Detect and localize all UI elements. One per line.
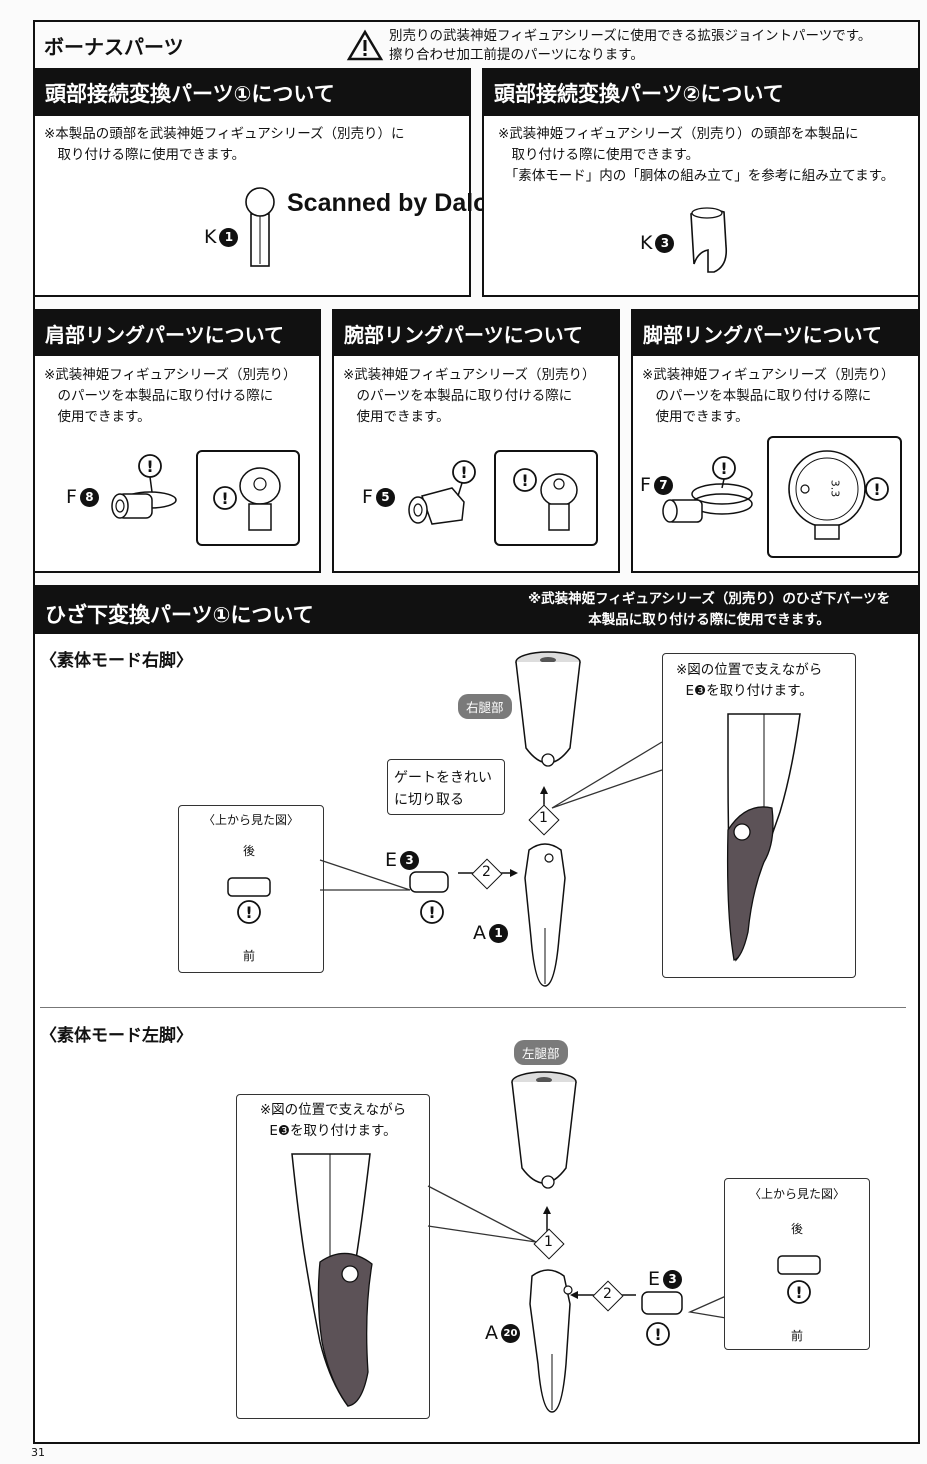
part-number: 3 <box>655 233 675 253</box>
left-front-label: 前 <box>791 1329 804 1343</box>
left-part-a-label: A 20 <box>485 1322 520 1344</box>
step1-number-right: 1 <box>539 810 548 826</box>
right-callout-pointer <box>319 859 411 891</box>
head1-title: 頭部接続変換パーツ①について <box>35 70 469 116</box>
head1-part-label: K 1 <box>204 226 239 248</box>
arm-title: 腕部リングパーツについて <box>334 311 618 356</box>
left-part-e-label: E 3 <box>648 1268 683 1290</box>
leg-part-label: F 7 <box>640 474 673 496</box>
part-number: 8 <box>79 487 99 507</box>
part-number: 3 <box>663 1269 683 1289</box>
svg-text:!: ! <box>428 903 435 922</box>
right-part-a-label: A 1 <box>473 922 508 944</box>
right-hold-note: ※図の位置で支えながら E❸を取り付けます。 <box>676 662 823 699</box>
neck-adapter-part-illustration <box>690 207 728 273</box>
svg-text:!: ! <box>221 489 228 508</box>
left-back-label: 後 <box>791 1222 804 1236</box>
arm-part-label: F 5 <box>362 486 395 508</box>
leg-ring-part-illustration: ! <box>662 456 753 523</box>
part-number: 1 <box>219 227 239 247</box>
svg-text:!: ! <box>795 1283 802 1302</box>
part-number: 3 <box>400 850 420 870</box>
svg-text:!: ! <box>720 459 727 478</box>
step1-number-left: 1 <box>544 1234 553 1250</box>
left-hold-pointer <box>427 1185 537 1243</box>
leg-title: 脚部リングパーツについて <box>633 311 918 356</box>
shoulder-detail-illustration: ! <box>213 467 281 531</box>
head1-note: ※本製品の頭部を武装神姫フィギュアシリーズ（別売り）に 取り付ける際に使用できま… <box>44 126 405 163</box>
left-leg-subtitle: 〈素体モード左脚〉 <box>40 1026 193 1046</box>
right-front-label: 前 <box>243 949 256 963</box>
part-number: 1 <box>489 923 508 943</box>
part-letter: K <box>640 232 653 254</box>
left-lower-leg-illustration <box>529 1269 573 1413</box>
step2-number-right: 2 <box>482 864 491 880</box>
step2-number-left: 2 <box>603 1286 612 1302</box>
head2-part-label: K 3 <box>640 232 675 254</box>
part-letter: E <box>385 849 398 871</box>
right-thigh-illustration <box>515 651 581 767</box>
arm-detail-illustration: ! <box>513 468 578 531</box>
left-top-view-illustration: ! <box>777 1255 821 1304</box>
bonus-title: ボーナスパーツ <box>44 35 184 59</box>
part-number: 7 <box>653 475 673 495</box>
part-letter: F <box>640 474 651 496</box>
knee-title: ひざ下変換パーツ①について <box>35 587 918 634</box>
right-top-view-illustration: ! <box>227 877 271 924</box>
leg-detail-illustration: ! <box>788 450 889 540</box>
shoulder-title: 肩部リングパーツについて <box>35 311 319 356</box>
right-leg-subtitle: 〈素体モード右脚〉 <box>40 651 193 671</box>
page-number: 31 <box>31 1446 45 1459</box>
dimension-label: 3.3 <box>828 479 842 498</box>
arm-ring-part-illustration: ! <box>408 460 476 525</box>
gate-callout <box>387 759 505 815</box>
knee-note: ※武装神姫フィギュアシリーズ（別売り）のひざ下パーツを 本製品に取り付ける際に使… <box>528 591 891 628</box>
warning-icon <box>346 29 384 61</box>
right-lower-leg-illustration <box>524 843 566 987</box>
right-top-view-title: 〈上から見た図〉 <box>203 813 300 827</box>
head2-panel: 頭部接続変換パーツ②について <box>482 68 920 297</box>
shoulder-note: ※武装神姫フィギュアシリーズ（別売り） のパーツを本製品に取り付ける際に 使用で… <box>44 367 297 425</box>
shoulder-part-label: F 8 <box>66 486 99 508</box>
part-number: 5 <box>375 487 395 507</box>
head2-note: ※武装神姫フィギュアシリーズ（別売り）の頭部を本製品に 取り付ける際に使用できま… <box>498 126 895 184</box>
left-hold-illustration <box>291 1153 373 1407</box>
left-top-view-title: 〈上から見た図〉 <box>749 1187 846 1201</box>
right-hold-illustration <box>726 713 801 962</box>
right-peg-illustration: ! <box>409 871 449 924</box>
svg-text:!: ! <box>654 1325 661 1344</box>
svg-text:!: ! <box>873 480 880 499</box>
part-number: 20 <box>501 1323 520 1343</box>
head2-title: 頭部接続変換パーツ②について <box>484 70 918 116</box>
right-back-label: 後 <box>243 844 256 858</box>
left-hold-note: ※図の位置で支えながら E❸を取り付けます。 <box>259 1102 407 1139</box>
svg-text:!: ! <box>146 457 153 476</box>
part-letter: A <box>485 1322 498 1344</box>
left-thigh-illustration <box>511 1071 577 1189</box>
leg-note: ※武装神姫フィギュアシリーズ（別売り） のパーツを本製品に取り付ける際に 使用で… <box>642 367 895 425</box>
svg-text:!: ! <box>521 471 528 490</box>
right-part-e-label: E 3 <box>385 849 420 871</box>
ball-joint-part-illustration <box>245 187 275 267</box>
part-letter: F <box>362 486 373 508</box>
section-divider <box>40 1007 906 1008</box>
gate-note: ゲートをきれい に切り取る <box>394 770 492 808</box>
right-thigh-label: 右腿部 <box>458 694 512 719</box>
part-letter: A <box>473 922 486 944</box>
arm-note: ※武装神姫フィギュアシリーズ（別売り） のパーツを本製品に取り付ける際に 使用で… <box>343 367 596 425</box>
warning-text: 別売りの武装神姫フィギュアシリーズに使用できる拡張ジョイントパーツです。 擦り合… <box>389 28 872 63</box>
left-thigh-label: 左腿部 <box>514 1040 568 1065</box>
left-peg-illustration: ! <box>641 1291 683 1346</box>
part-letter: F <box>66 486 77 508</box>
part-letter: K <box>204 226 217 248</box>
part-letter: E <box>648 1268 661 1290</box>
right-hold-pointer <box>551 741 663 809</box>
svg-text:!: ! <box>460 463 467 482</box>
svg-text:!: ! <box>245 903 252 922</box>
shoulder-ring-part-illustration: ! <box>111 454 177 519</box>
left-callout-pointer <box>687 1295 727 1319</box>
